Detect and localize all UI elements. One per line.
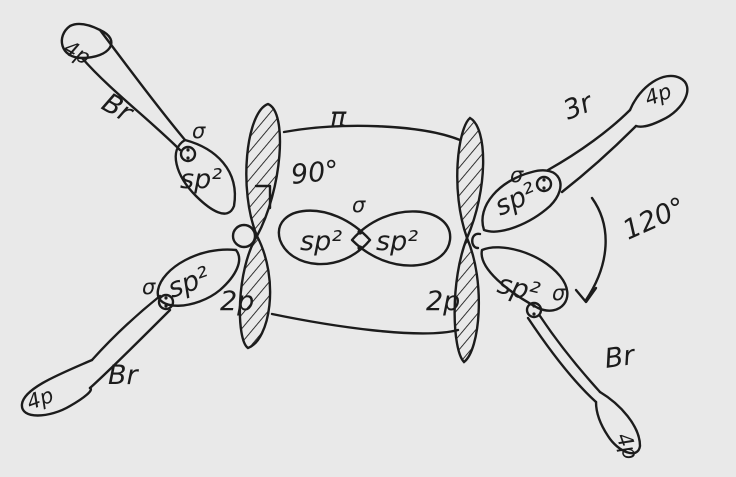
angle-120-arrow	[574, 196, 607, 304]
label-sp2-top-left: sp²	[180, 164, 222, 195]
right-carbon-nucleus	[471, 232, 482, 250]
label-sp2-top-right: sp²	[490, 177, 541, 222]
label-angle-120: 120°	[618, 192, 690, 247]
label-4p-bottom-left: 4p	[24, 383, 57, 415]
label-2p-right: 2p	[426, 286, 460, 317]
label-sigma-top-left: σ	[192, 119, 206, 143]
central-sigma-bond	[277, 209, 452, 267]
label-sigma-bottom-left: σ	[142, 275, 156, 299]
bottom-left-br-bond	[20, 248, 241, 417]
top-right-br-bond	[481, 74, 689, 233]
label-angle-90: 90°	[289, 155, 340, 191]
label-sp2-bottom-right: sp²	[494, 269, 542, 309]
label-sigma-bottom-right: σ	[552, 281, 566, 305]
label-br-top-left: Br	[97, 87, 140, 130]
left-carbon-nucleus	[231, 223, 257, 249]
top-left-br-bond	[60, 22, 237, 215]
label-sigma-center: σ	[352, 193, 366, 217]
label-sp2-center-right: sp²	[376, 226, 418, 257]
label-sigma-top-right: σ	[510, 163, 524, 187]
label-4p-top-right: 4p	[642, 79, 675, 111]
right-2p-orbital	[453, 116, 485, 364]
label-br-bottom-right: Br	[603, 340, 639, 375]
bottom-right-br-bond	[480, 246, 642, 455]
label-sp2-center-left: sp²	[300, 226, 342, 257]
label-2p-left: 2p	[220, 286, 254, 317]
label-pi: π	[330, 102, 347, 133]
left-2p-orbital	[238, 102, 282, 350]
label-br-bottom-left: Br	[108, 360, 140, 391]
pi-bond-overlap	[270, 124, 462, 335]
right-angle-marker	[254, 184, 272, 210]
label-br-top-right: 3r	[559, 86, 599, 126]
